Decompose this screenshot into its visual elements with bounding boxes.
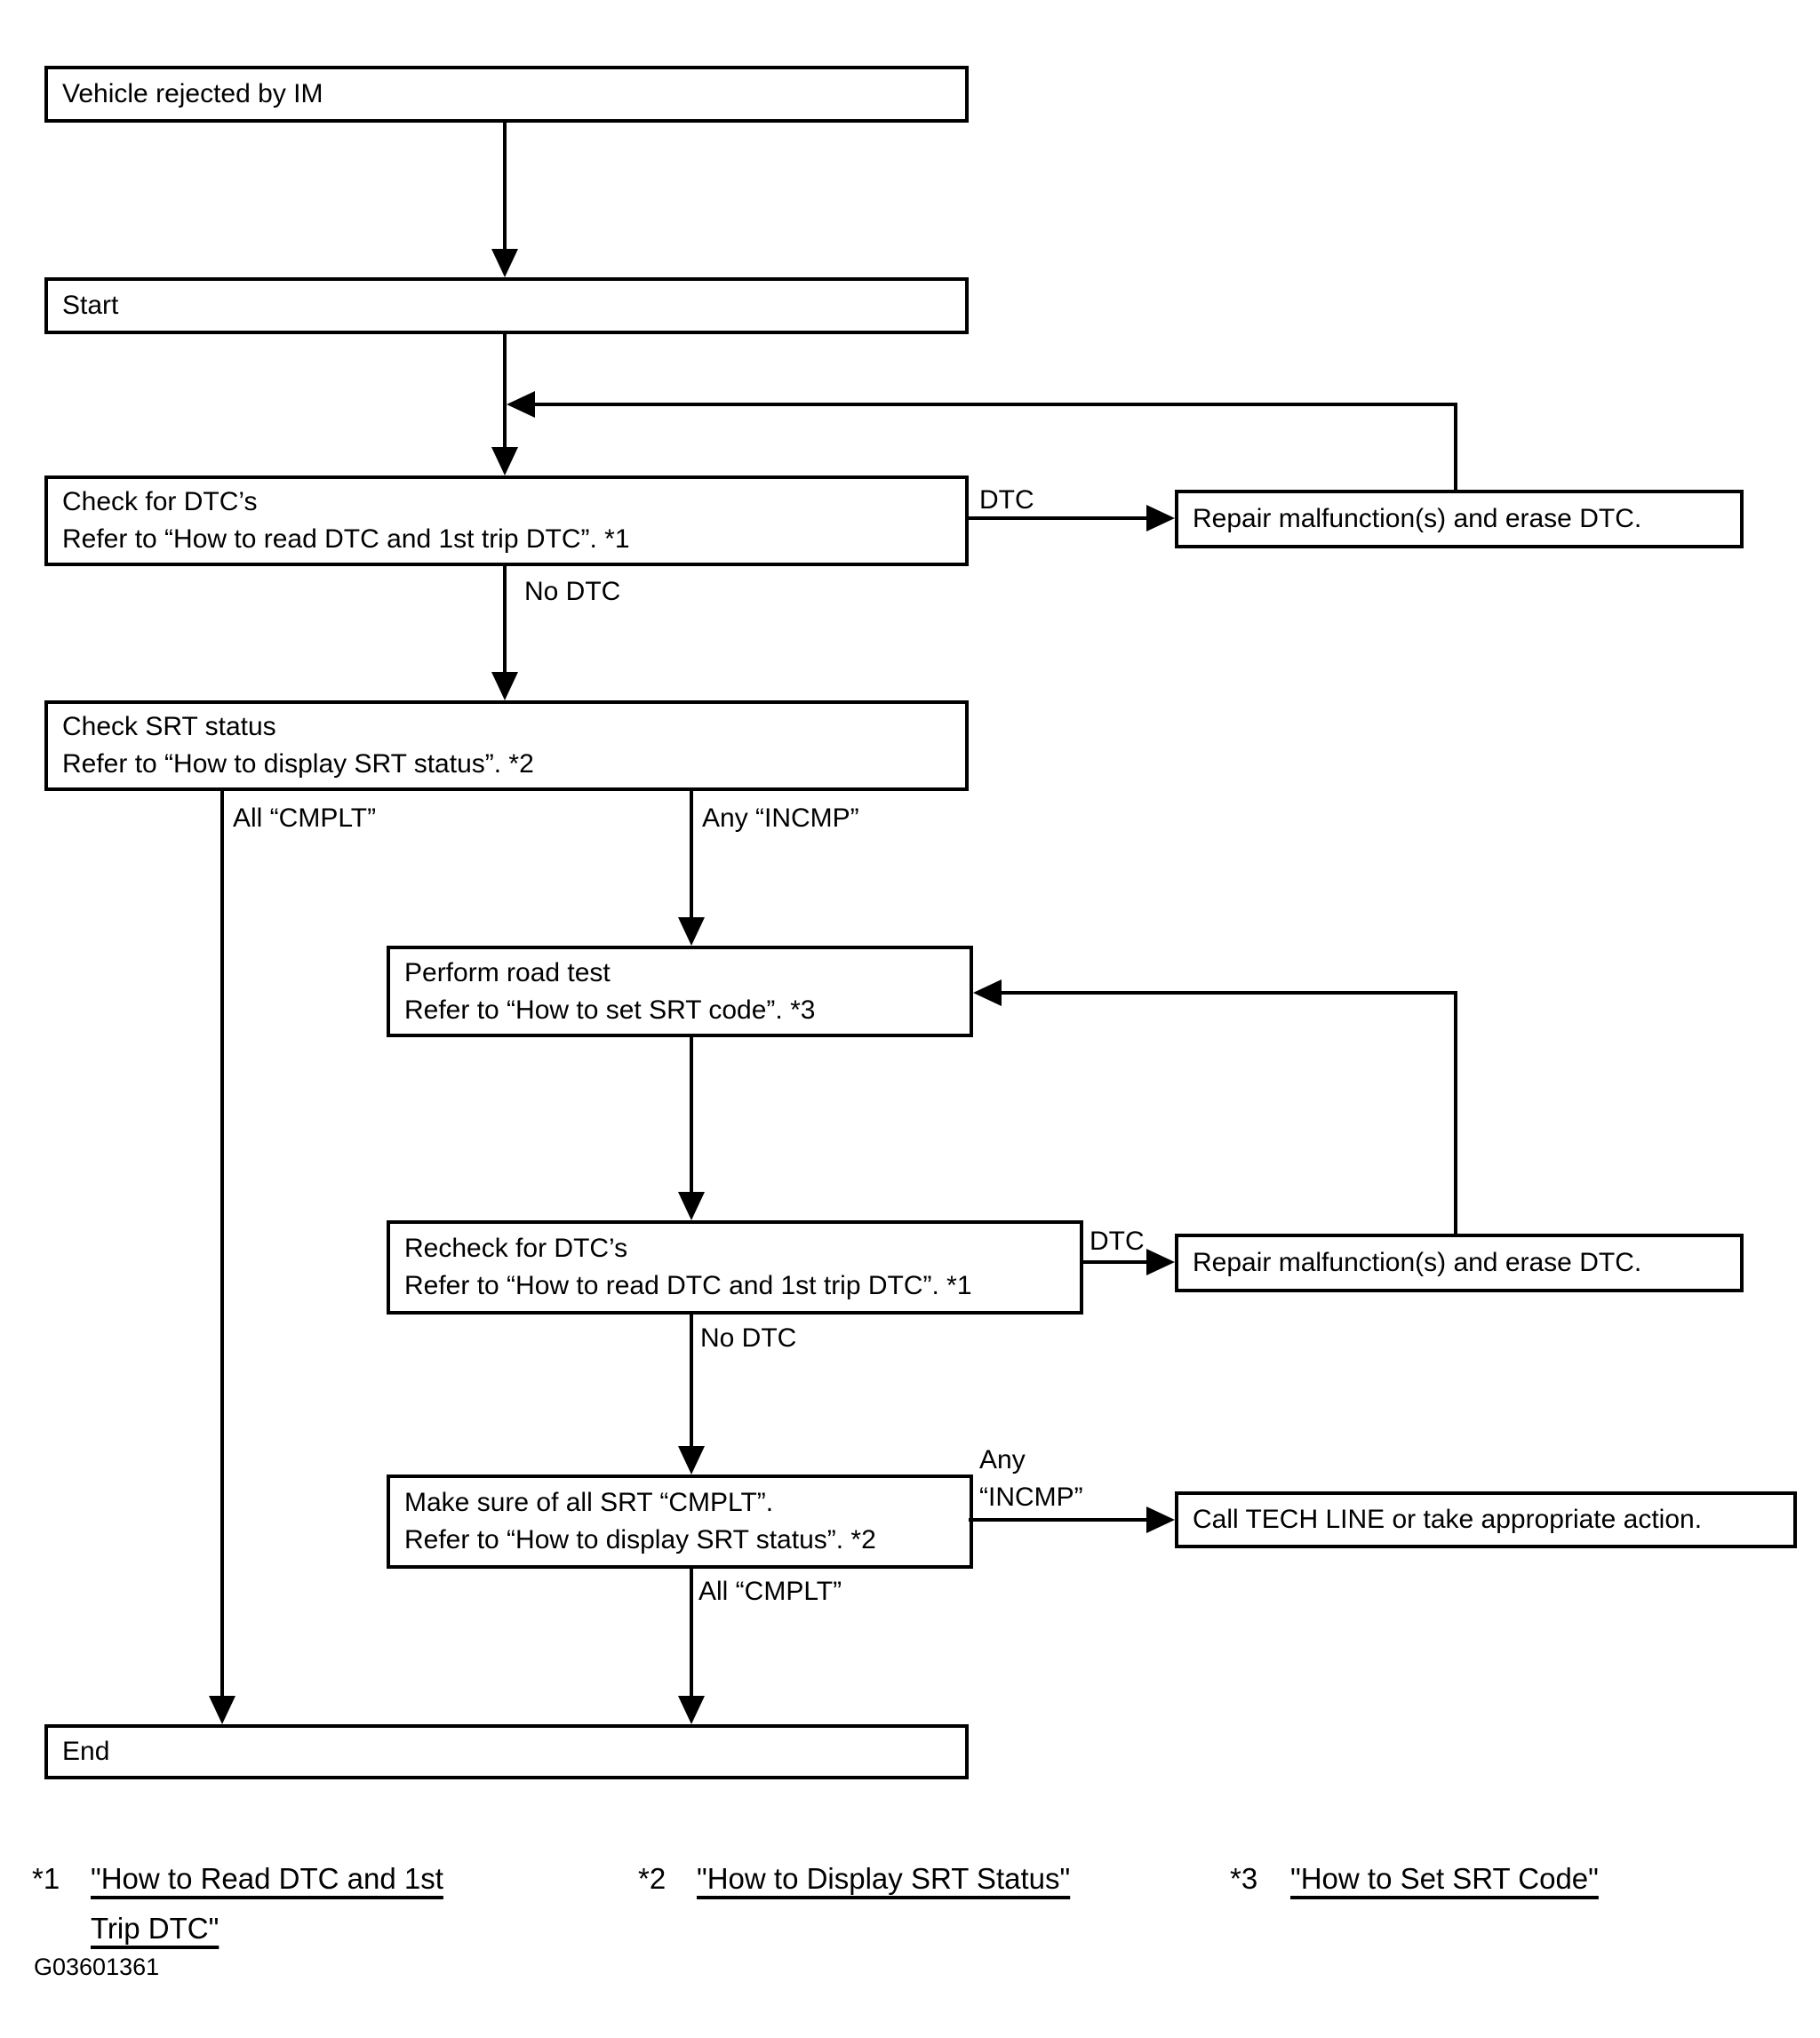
edge-check-srt-to-road-test-arrowhead — [678, 917, 705, 946]
node-call-tech-line-text: Call TECH LINE or take appropriate actio… — [1193, 1505, 1703, 1534]
edge-check-srt-to-end-line — [220, 789, 224, 1698]
footnote-link-2[interactable]: "How to Display SRT Status" — [697, 1862, 1071, 1895]
node-call-tech-line: Call TECH LINE or take appropriate actio… — [1175, 1491, 1797, 1548]
edge-recheck-to-make-sure-arrowhead — [678, 1446, 705, 1475]
edge-repair-1-feedback-vline — [1454, 403, 1457, 492]
node-repair-2: Repair malfunction(s) and erase DTC. — [1175, 1234, 1744, 1292]
node-repair-1-text: Repair malfunction(s) and erase DTC. — [1193, 504, 1642, 533]
label-all-cmplt-1: All “CMPLT” — [233, 803, 377, 833]
node-road-test-line2: Refer to “How to set SRT code”. *3 — [404, 995, 816, 1025]
edge-repair-1-feedback-arrowhead — [507, 391, 535, 418]
node-repair-1: Repair malfunction(s) and erase DTC. — [1175, 490, 1744, 548]
edge-recheck-to-repair-2-line — [1083, 1260, 1148, 1264]
node-vehicle-rejected: Vehicle rejected by IM — [44, 66, 969, 123]
node-make-sure-srt-line2: Refer to “How to display SRT status”. *2 — [404, 1525, 876, 1554]
node-road-test: Perform road test Refer to “How to set S… — [387, 946, 973, 1037]
edge-check-srt-to-end-arrowhead — [209, 1696, 235, 1724]
edge-vehicle-to-start-arrowhead — [491, 249, 518, 277]
label-dtc-1: DTC — [979, 485, 1034, 515]
node-check-srt-line1: Check SRT status — [62, 712, 276, 741]
node-start-text: Start — [62, 291, 119, 320]
edge-check-dtc-to-check-srt-arrowhead — [491, 672, 518, 700]
node-road-test-line1: Perform road test — [404, 957, 611, 987]
footnote-3: "How to Set SRT Code" — [1290, 1854, 1599, 1904]
node-check-srt: Check SRT status Refer to “How to displa… — [44, 700, 969, 791]
node-check-dtc-line2: Refer to “How to read DTC and 1st trip D… — [62, 524, 630, 554]
edge-repair-2-feedback-hline — [1002, 991, 1457, 995]
node-make-sure-srt: Make sure of all SRT “CMPLT”. Refer to “… — [387, 1475, 973, 1569]
node-recheck-dtc-line1: Recheck for DTC’s — [404, 1234, 628, 1263]
footnote-2: "How to Display SRT Status" — [697, 1854, 1070, 1904]
footnote-link-1[interactable]: "How to Read DTC and 1st Trip DTC" — [91, 1862, 443, 1945]
edge-check-dtc-to-repair-1-arrowhead — [1146, 505, 1175, 531]
label-no-dtc-2: No DTC — [700, 1323, 797, 1353]
edge-start-to-check-dtc-line — [503, 334, 507, 451]
footnote-marker-1: *1 — [32, 1862, 60, 1895]
edge-recheck-to-repair-2-arrowhead — [1146, 1249, 1175, 1275]
edge-vehicle-to-start-line — [503, 123, 507, 252]
edge-repair-2-feedback-arrowhead — [973, 979, 1002, 1006]
node-recheck-dtc-line2: Refer to “How to read DTC and 1st trip D… — [404, 1271, 972, 1300]
node-end-text: End — [62, 1737, 110, 1766]
edge-make-sure-to-end-line — [690, 1569, 693, 1699]
edge-repair-1-feedback-hline — [533, 403, 1457, 406]
edge-check-dtc-to-check-srt-line — [503, 566, 507, 675]
edge-make-sure-to-call-tech-line — [969, 1518, 1148, 1522]
footnote-1: "How to Read DTC and 1st Trip DTC" — [91, 1854, 473, 1954]
label-any-incmp-1: Any “INCMP” — [702, 803, 859, 833]
node-check-srt-line2: Refer to “How to display SRT status”. *2 — [62, 749, 534, 779]
node-start: Start — [44, 277, 969, 334]
label-any-incmp-2: Any “INCMP” — [979, 1442, 1083, 1516]
edge-make-sure-to-end-arrowhead — [678, 1696, 705, 1724]
footnote-marker-2: *2 — [638, 1862, 667, 1895]
edge-make-sure-to-call-tech-arrowhead — [1146, 1507, 1175, 1533]
footnote-marker-3: *3 — [1230, 1862, 1258, 1895]
node-check-dtc-line1: Check for DTC’s — [62, 487, 258, 516]
footnote-link-3[interactable]: "How to Set SRT Code" — [1290, 1862, 1599, 1895]
edge-check-srt-to-road-test-line — [690, 789, 693, 919]
edge-repair-2-feedback-vline — [1454, 991, 1457, 1234]
node-vehicle-rejected-text: Vehicle rejected by IM — [62, 79, 323, 108]
edge-recheck-to-make-sure-line — [690, 1315, 693, 1450]
node-repair-2-text: Repair malfunction(s) and erase DTC. — [1193, 1248, 1642, 1277]
label-all-cmplt-2: All “CMPLT” — [698, 1577, 842, 1606]
edge-check-dtc-to-repair-1-line — [969, 516, 1148, 520]
node-end: End — [44, 1724, 969, 1779]
edge-road-test-to-recheck-line — [690, 1037, 693, 1195]
label-any-incmp-2-line1: Any — [979, 1445, 1026, 1475]
edge-start-to-check-dtc-arrowhead — [491, 447, 518, 476]
label-any-incmp-2-line2: “INCMP” — [979, 1483, 1083, 1512]
node-make-sure-srt-line1: Make sure of all SRT “CMPLT”. — [404, 1488, 774, 1517]
figure-id: G03601361 — [34, 1954, 160, 1980]
edge-road-test-to-recheck-arrowhead — [678, 1192, 705, 1220]
node-recheck-dtc: Recheck for DTC’s Refer to “How to read … — [387, 1220, 1083, 1315]
label-dtc-2: DTC — [1090, 1227, 1145, 1256]
label-no-dtc-1: No DTC — [524, 577, 621, 606]
node-check-dtc: Check for DTC’s Refer to “How to read DT… — [44, 476, 969, 566]
